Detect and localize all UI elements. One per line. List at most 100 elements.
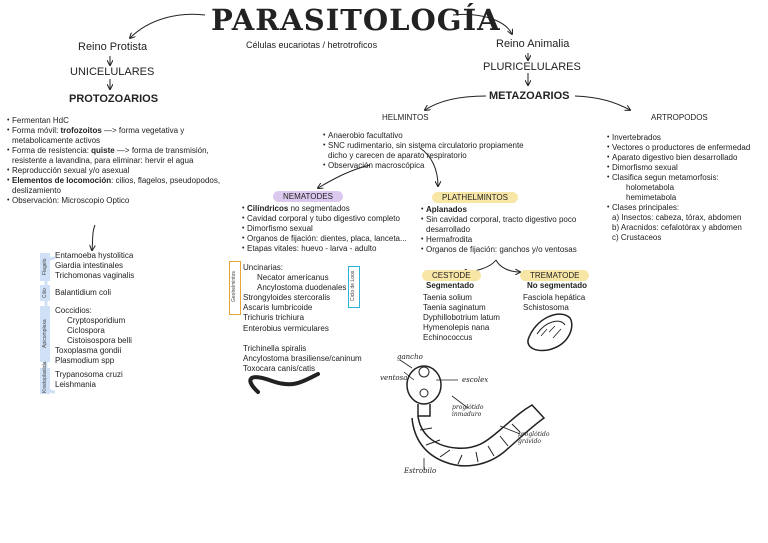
cestode-species-item: Taenia solium (423, 293, 472, 302)
feature-row: Hermafrodita (421, 235, 577, 245)
feature-row: desarrollado (426, 225, 577, 235)
reino-animalia: Reino Animalia (496, 38, 570, 50)
plathelmintos-features: AplanadosSin cavidad corporal, tracto di… (421, 205, 577, 255)
feature-row: Organos de fijación: dientes, placa, lan… (242, 234, 407, 244)
label-kinetoplastida: Kinetoplastida (42, 361, 48, 393)
protozoarios-label: PROTOZOARIOS (69, 93, 159, 105)
organism-item: Ciclospora (67, 326, 105, 335)
feature-text: Forma móvil: (12, 126, 61, 135)
side-tab-flagelo (40, 253, 50, 281)
nematode-species: Ancylostoma brasiliense/caninum (243, 354, 362, 363)
artropodo-feature: Vectores o productores de enfermedad (612, 143, 750, 153)
protozoarios-features: Fermentan HdCForma móvil: trofozoitos —>… (7, 116, 220, 206)
geohelmintos-label: Geohelmintos (231, 271, 237, 303)
label-cilio: Cilio (42, 288, 48, 298)
protozoario-feature-row: Fermentan HdC (7, 116, 220, 126)
organism-item: Plasmodium spp (55, 356, 115, 365)
metazoarios-label: METAZOARIOS (489, 90, 570, 102)
helminto-feature: dicho y carecen de aparato respiratorio (328, 151, 467, 160)
feature-text: —> forma de transmisión, (114, 146, 209, 155)
feature-row: Dimorfismo sexual (242, 224, 407, 234)
organism-item: Cryptosporidium (67, 316, 126, 325)
artropodo-feature: b) Aracnidos: cefalotórax y abdomen (612, 223, 742, 232)
artropodo-feature: Invertebrados (612, 133, 750, 143)
feature-text: metabolicamente activos (12, 136, 101, 145)
feature-row: Organos de fijación: ganchos y/o ventosa… (421, 245, 577, 255)
feature-text: Organos de fijación: dientes, placa, lan… (247, 234, 407, 243)
nematode-species: Necator americanus (257, 273, 329, 282)
trematode-sub: No segmentado (527, 281, 588, 290)
organism-item: Entamoeba hystolitica (55, 251, 134, 260)
artropodo-feature: Clasifica segun metamorfosis: (612, 173, 750, 183)
label-apicomplexa: Apicomplexa (42, 319, 48, 349)
feature-text: Elementos de locomoción (12, 176, 112, 185)
helmintos-label: HELMINTOS (382, 113, 429, 122)
organism-item: Coccidios: (55, 306, 92, 315)
feature-text: —> forma vegetativa y (101, 126, 185, 135)
feature-text: Aplanados (426, 205, 467, 214)
feature-text: Reproducción sexual y/o asexual (12, 166, 130, 175)
organism-item: Leishmania (55, 380, 96, 389)
protozoario-feature-row: resistente a lavandina, para eliminar: h… (12, 156, 220, 166)
proglotido-inmaduro-line2: inmaduro (452, 411, 482, 418)
cestode-species-item: Dyphillobotrium latum (423, 313, 500, 322)
organism-item: Giardia intestinales (55, 261, 124, 270)
feature-row: Cavidad corporal y tubo digestivo comple… (242, 214, 407, 224)
nematode-species: Uncinarias: (243, 263, 284, 272)
feature-text: Sin cavidad corporal, tracto digestivo p… (426, 215, 577, 224)
feature-text: Organos de fijación: ganchos y/o ventosa… (426, 245, 577, 254)
feature-text: no segmentados (288, 204, 350, 213)
cestode-species-item: Taenia saginatum (423, 303, 486, 312)
side-tab-cilio (40, 285, 50, 301)
nematodes-features: Cilíndricos no segmentadosCavidad corpor… (242, 204, 407, 254)
group-cilio-list: Balantidium coli (55, 288, 111, 298)
proglotido-inmaduro-line1: proglótido (452, 404, 484, 411)
ciclo-loos-label: Ciclo de Loos (350, 270, 356, 302)
helminto-feature: Anaerobio facultativo (328, 131, 524, 141)
helminto-feature: SNC rudimentario, sin sistema circulator… (328, 141, 524, 151)
side-tab-kinetoplastida (40, 368, 50, 394)
trematode-species-item: Schistosoma (523, 303, 569, 312)
nematode-species: Strongyloides stercoralis (243, 293, 331, 302)
protozoario-feature-row: Reproducción sexual y/o asexual (7, 166, 220, 176)
feature-text: Forma de resistencia: (12, 146, 92, 155)
protozoario-feature-row: Elementos de locomoción: cilios, flagelo… (7, 176, 220, 186)
protozoario-feature-row: Forma de resistencia: quiste —> forma de… (7, 146, 220, 156)
page-title: PARASITOLOGÍA (211, 3, 501, 37)
feature-text: Fermentan HdC (12, 116, 69, 125)
label-proglotido-gravido: proglótido grávido (518, 431, 549, 445)
nematode-species: Trichuris trichiura (243, 313, 305, 322)
artropodos-label: ARTROPODOS (651, 113, 708, 122)
proglotido-gravido-line2: grávido (518, 438, 542, 445)
feature-text: Cilíndricos (247, 204, 289, 213)
artropodos-features: InvertebradosVectores o productores de e… (612, 133, 750, 243)
plathelmintos-pill: PLATHELMINTOS (432, 192, 518, 203)
feature-row: Etapas vitales: huevo - larva - adulto (242, 244, 407, 254)
nematode-species: Ancylostoma duodenales (257, 283, 347, 292)
protozoario-feature-row: deslizamiento (12, 186, 220, 196)
organism-item: Trypanosoma cruzi (55, 370, 123, 379)
helmintos-features: Anaerobio facultativoSNC rudimentario, s… (328, 131, 524, 171)
feature-text: desarrollado (426, 225, 471, 234)
feature-text: quiste (91, 146, 115, 155)
artropodo-feature: a) Insectos: cabeza, tórax, abdomen (612, 213, 742, 222)
organism-item: Trichomonas vaginalis (55, 271, 135, 280)
trematode-pill: TREMATODE (520, 270, 590, 281)
artropodo-feature: Dimorfismo sexual (612, 163, 750, 173)
pluricelulares-label: PLURICELULARES (483, 61, 581, 73)
feature-text: Observación: Microscopio Optico (12, 196, 130, 205)
cestode-pill: CESTODE (422, 270, 481, 281)
artropodo-feature: holometabola (626, 183, 675, 192)
artropodo-feature: Aparato digestivo bien desarrollado (612, 153, 750, 163)
feature-text: Dimorfismo sexual (247, 224, 313, 233)
artropodo-feature: Clases principales: (612, 203, 750, 213)
label-flagelo: Flagelo (42, 258, 48, 276)
enterobius-label: Enterobius vermiculares (243, 324, 329, 333)
